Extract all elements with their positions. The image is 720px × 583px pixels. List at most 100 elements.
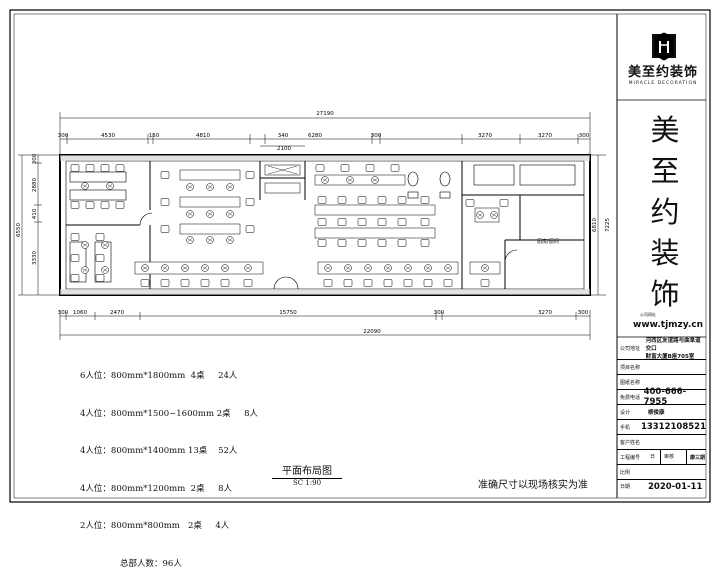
tb-label: 日期	[620, 484, 631, 490]
tb-value: 400-666-7955	[643, 387, 687, 407]
dim-bottom-1: 300	[58, 310, 69, 316]
tb-row-mobile: 手机 13312108521	[617, 420, 706, 435]
dim-top-total: 27190	[316, 111, 334, 117]
doors	[139, 212, 518, 290]
dim-top-2: 4530	[101, 133, 115, 139]
washroom-fixtures	[407, 164, 576, 199]
table-grid-center-left	[160, 169, 255, 244]
dim-bottom-total: 22090	[363, 329, 381, 335]
brand-char-2: 至	[650, 154, 680, 188]
tb-label: 设计	[620, 409, 631, 416]
tb-row-address: 公司地址 河西区友谊路与曲阜道交口 财富大厦B座705室	[617, 337, 706, 360]
dim-top-6: 6280	[308, 133, 322, 139]
dim-bottom-5: 300	[434, 310, 445, 316]
tb-row-client: 客户姓名	[617, 435, 706, 450]
dim-bottom-6: 3270	[538, 310, 552, 316]
tb-row-project-number: 工程编号 日 审核 康三期	[617, 450, 706, 465]
tb-label: 工程编号	[620, 454, 641, 461]
legend-row-5: 2人位：800mm*800mm 2桌 4人	[80, 521, 230, 531]
floor-plan-sheet	[9, 9, 711, 503]
website-caption: 公司网址	[640, 312, 656, 317]
title-block: 公司地址 河西区友谊路与曲阜道交口 财富大厦B座705室 项目名称 图纸名称 免…	[617, 337, 706, 498]
top-dimensions	[59, 112, 591, 156]
dim-top-4: 4810	[196, 133, 210, 139]
tb-label: 比例	[620, 469, 631, 476]
legend-row-2: 4人位：800mm*1500~1600mm 2桌 8人	[80, 408, 259, 419]
drawing-note: 准确尺寸以现场核实为准	[478, 480, 588, 491]
dim-bottom-4: 15750	[279, 310, 297, 316]
dim-right-2: 7225	[605, 218, 611, 232]
inner-frame	[13, 13, 707, 499]
dim-top-10: 300	[579, 133, 590, 139]
dim-top-8: 3270	[478, 133, 492, 139]
bottom-dimension-labels: 300 1060 2470 15750 300 3270 300 22090	[58, 310, 589, 335]
table-row-bottom	[134, 261, 501, 287]
dim-left-2: 2880	[32, 178, 38, 192]
dim-top-small: 2100	[277, 146, 291, 152]
brand-char-4: 装	[650, 236, 680, 270]
right-dimension-labels: 6810 7225	[592, 218, 611, 232]
dim-bottom-7: 300	[578, 310, 589, 316]
dim-bottom-2: 1060	[73, 310, 87, 316]
tb-value: 13312108521	[640, 422, 706, 432]
table-group-right	[465, 199, 509, 223]
legend-row-4: 4人位：800mm*1200mm 2桌 8人	[80, 483, 232, 494]
top-dimension-labels: 27190 300 4530 150 4810 340 6280 300 327…	[58, 111, 590, 152]
dim-top-1: 300	[58, 133, 69, 139]
tb-value: 2020-01-11	[648, 481, 703, 492]
brand-name: 美至约装饰	[627, 65, 698, 80]
tb-label: 图纸名称	[620, 379, 641, 386]
seating-legend: 6人位：800mm*1800mm 4桌 24人 4人位：800mm*1500~1…	[80, 345, 258, 583]
left-dimension-labels: 300 2880 410 3330 6550	[16, 153, 38, 265]
tb-row-drawing: 图纸名称	[617, 375, 706, 390]
tb-row-designer: 设计 柳俊康	[617, 405, 706, 420]
tb-row-project: 项目名称	[617, 360, 706, 375]
tb-label: 免费电话	[620, 394, 641, 401]
table-group-center-top	[264, 164, 406, 194]
dim-top-3: 150	[149, 133, 160, 139]
legend-row-3: 4人位：800mm*1400mm 13桌 52人	[80, 446, 238, 456]
brand-char-5: 饰	[650, 277, 680, 311]
dim-bottom-3: 2470	[110, 310, 124, 316]
bottom-dimensions	[59, 310, 591, 340]
brand-char-1: 美	[650, 113, 680, 147]
partitions	[66, 161, 584, 289]
brand-char-3: 约	[650, 195, 680, 229]
tb-label-2: 审核	[661, 450, 687, 464]
tb-row-phone: 免费电话 400-666-7955	[617, 387, 706, 407]
tb-value: 柳俊康	[648, 410, 665, 416]
legend-row-1: 6人位：800mm*1800mm 4桌 24人	[80, 371, 238, 381]
outer-frame	[9, 9, 711, 503]
dim-top-7: 300	[371, 133, 382, 139]
tb-label: 手机	[620, 424, 631, 431]
tb-value: 河西区友谊路与曲阜道交口 财富大厦B座705室	[645, 338, 701, 360]
website-text: www.tjmzy.cn	[633, 320, 703, 330]
tb-row-scale: 比例	[617, 465, 706, 480]
table-group-left-bottom	[69, 233, 112, 283]
tb-value: 日	[650, 450, 661, 464]
brand-subtitle: MIRACLE DECORATION	[628, 81, 698, 86]
dim-top-9: 3270	[538, 133, 552, 139]
dim-left-1: 300	[32, 153, 38, 164]
tb-row-date: 日期 2020-01-11	[617, 480, 706, 493]
dim-left-total: 6550	[16, 223, 22, 237]
brand-logo	[652, 32, 676, 61]
tb-label: 客户姓名	[620, 439, 641, 446]
drawing-scale: SC 1:90	[292, 479, 322, 487]
left-dimensions	[18, 154, 60, 296]
dim-top-5: 340	[278, 133, 289, 139]
floor-plan-drawing: 27190 300 4530 150 4810 340 6280 300 327…	[16, 111, 611, 340]
dim-left-3: 410	[32, 208, 38, 219]
table-group-left-top	[69, 164, 127, 209]
dim-left-4: 3330	[32, 251, 38, 265]
title-panel	[616, 14, 706, 498]
tb-label: 公司地址	[620, 345, 641, 352]
brand-vertical-name: 美 至 约 装 饰	[640, 110, 690, 315]
right-dimensions	[590, 154, 606, 296]
drawing-title: 平面布局图	[272, 462, 342, 479]
dim-right-1: 6810	[592, 218, 598, 232]
table-grid-center-right	[314, 196, 436, 247]
kitchen-label: 厨房/厨间	[537, 238, 559, 245]
legend-row-total: 总部人数：96人	[120, 558, 182, 569]
tb-value-2: 康三期	[690, 454, 706, 461]
